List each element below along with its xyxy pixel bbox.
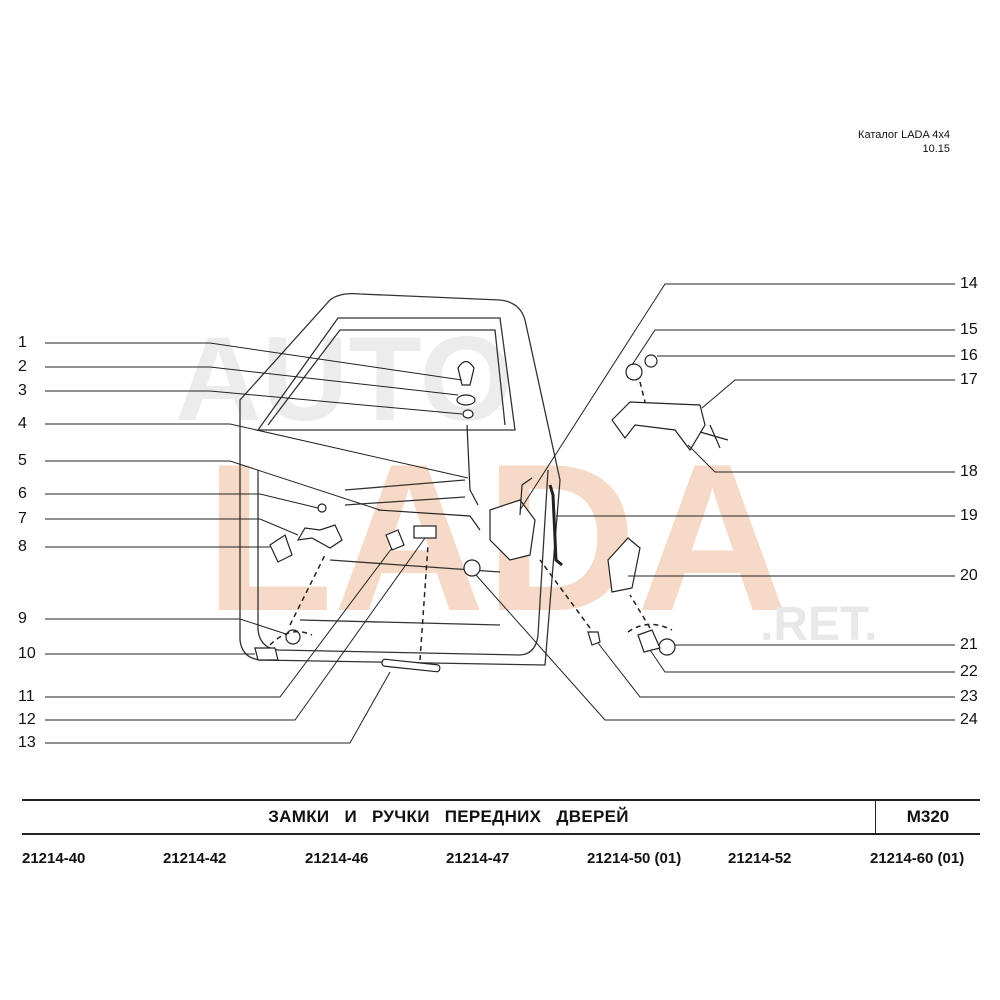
part-3-ring xyxy=(462,409,474,419)
part-24-bumper xyxy=(463,559,481,577)
part-14-lever xyxy=(519,477,533,516)
callout-12: 12 xyxy=(18,711,36,728)
part-6-clip xyxy=(317,503,327,513)
part-23-screw xyxy=(587,631,601,646)
part-7-inner-handle xyxy=(296,524,343,549)
callout-22: 22 xyxy=(960,663,978,680)
callout-14: 14 xyxy=(960,275,978,292)
callout-23: 23 xyxy=(960,688,978,705)
callout-4: 4 xyxy=(18,415,27,432)
callout-21: 21 xyxy=(960,636,978,653)
callout-24: 24 xyxy=(960,711,978,728)
callout-9: 9 xyxy=(18,610,27,627)
part-14-lock xyxy=(489,499,536,561)
part-21-washer xyxy=(658,638,676,656)
parts xyxy=(254,354,729,673)
part-11-clip xyxy=(385,529,405,551)
callout-6: 6 xyxy=(18,485,27,502)
model-code: 21214-46 xyxy=(305,850,369,867)
catalog-header: Каталог LADA 4x4 10.15 xyxy=(858,128,950,156)
model-code: 21214-47 xyxy=(446,850,510,867)
callout-2: 2 xyxy=(18,358,27,375)
callout-5: 5 xyxy=(18,452,27,469)
model-code: 21214-60 (01) xyxy=(870,850,965,867)
part-12-button xyxy=(413,525,437,539)
callout-18: 18 xyxy=(960,463,978,480)
part-8-handle-trim xyxy=(269,534,293,563)
part-5-rod xyxy=(377,509,481,531)
part-1-knob xyxy=(457,360,475,386)
section-title: ЗАМКИ И РУЧКИ ПЕРЕДНИХ ДВЕРЕЙ xyxy=(268,807,629,826)
part-13-seal xyxy=(381,658,441,673)
callout-17: 17 xyxy=(960,371,978,388)
section-title-bar: ЗАМКИ И РУЧКИ ПЕРЕДНИХ ДВЕРЕЙ М320 xyxy=(22,799,980,835)
callout-19: 19 xyxy=(960,507,978,524)
callout-7: 7 xyxy=(18,510,27,527)
callout-15: 15 xyxy=(960,321,978,338)
model-list: 21214-40 21214-42 21214-46 21214-47 2121… xyxy=(22,850,980,870)
section-code: М320 xyxy=(875,801,980,833)
part-15-nut xyxy=(625,363,643,381)
door-lock-diagram: LADA AUTO .RET. xyxy=(45,283,955,744)
part-2-bushing xyxy=(456,394,476,406)
watermark: LADA AUTO .RET. xyxy=(175,312,877,655)
model-code: 21214-52 xyxy=(728,850,792,867)
catalog-date: 10.15 xyxy=(922,143,950,155)
callout-1: 1 xyxy=(18,334,27,351)
assembly-arrows xyxy=(269,381,673,661)
leader-lines xyxy=(45,283,955,744)
callout-13: 13 xyxy=(18,734,36,751)
callout-16: 16 xyxy=(960,347,978,364)
part-18-key-cylinder xyxy=(699,424,729,449)
model-code: 21214-50 (01) xyxy=(587,850,682,867)
part-19-rod xyxy=(548,484,563,567)
part-10-screw xyxy=(254,647,279,661)
callout-20: 20 xyxy=(960,567,978,584)
catalog-name: Каталог LADA 4x4 xyxy=(858,129,950,141)
model-code: 21214-42 xyxy=(163,850,227,867)
part-17-outer-handle xyxy=(611,401,706,452)
callout-3: 3 xyxy=(18,382,27,399)
part-4-rod xyxy=(466,424,479,506)
watermark-suffix: .RET. xyxy=(760,598,877,651)
callout-10: 10 xyxy=(18,645,36,662)
callout-11: 11 xyxy=(18,688,35,705)
model-code: 21214-40 xyxy=(22,850,86,867)
part-22-bolt xyxy=(637,629,661,653)
part-20-striker xyxy=(607,537,641,593)
callout-8: 8 xyxy=(18,538,27,555)
part-16-washer xyxy=(644,354,658,368)
